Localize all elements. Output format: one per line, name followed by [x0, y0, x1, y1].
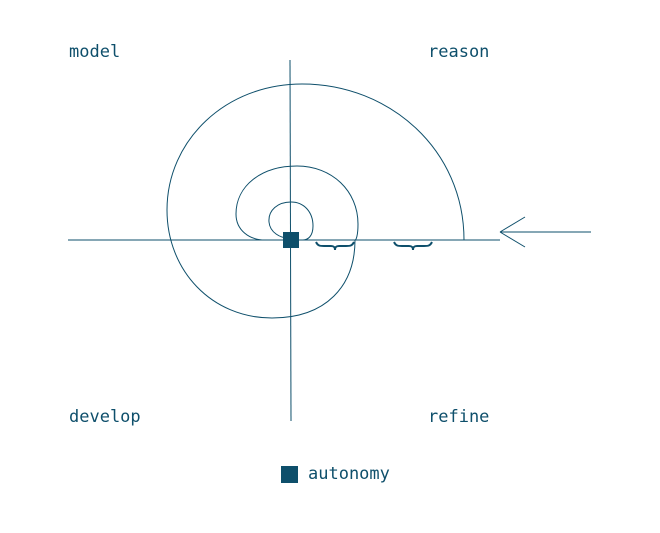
quadrant-label-reason: reason — [428, 42, 490, 62]
spiral-curve — [166, 83, 465, 319]
gap-brace-outer — [393, 241, 433, 251]
incoming-arrow-icon — [499, 216, 591, 248]
legend-swatch-autonomy — [281, 465, 298, 483]
quadrant-label-develop: develop — [69, 407, 141, 427]
legend-label-autonomy: autonomy — [308, 464, 390, 484]
quadrant-label-model: model — [69, 42, 121, 62]
quadrant-label-refine: refine — [428, 407, 490, 427]
gap-brace-inner — [315, 241, 355, 251]
autonomy-square-marker — [283, 232, 299, 248]
legend: autonomy — [281, 464, 390, 484]
